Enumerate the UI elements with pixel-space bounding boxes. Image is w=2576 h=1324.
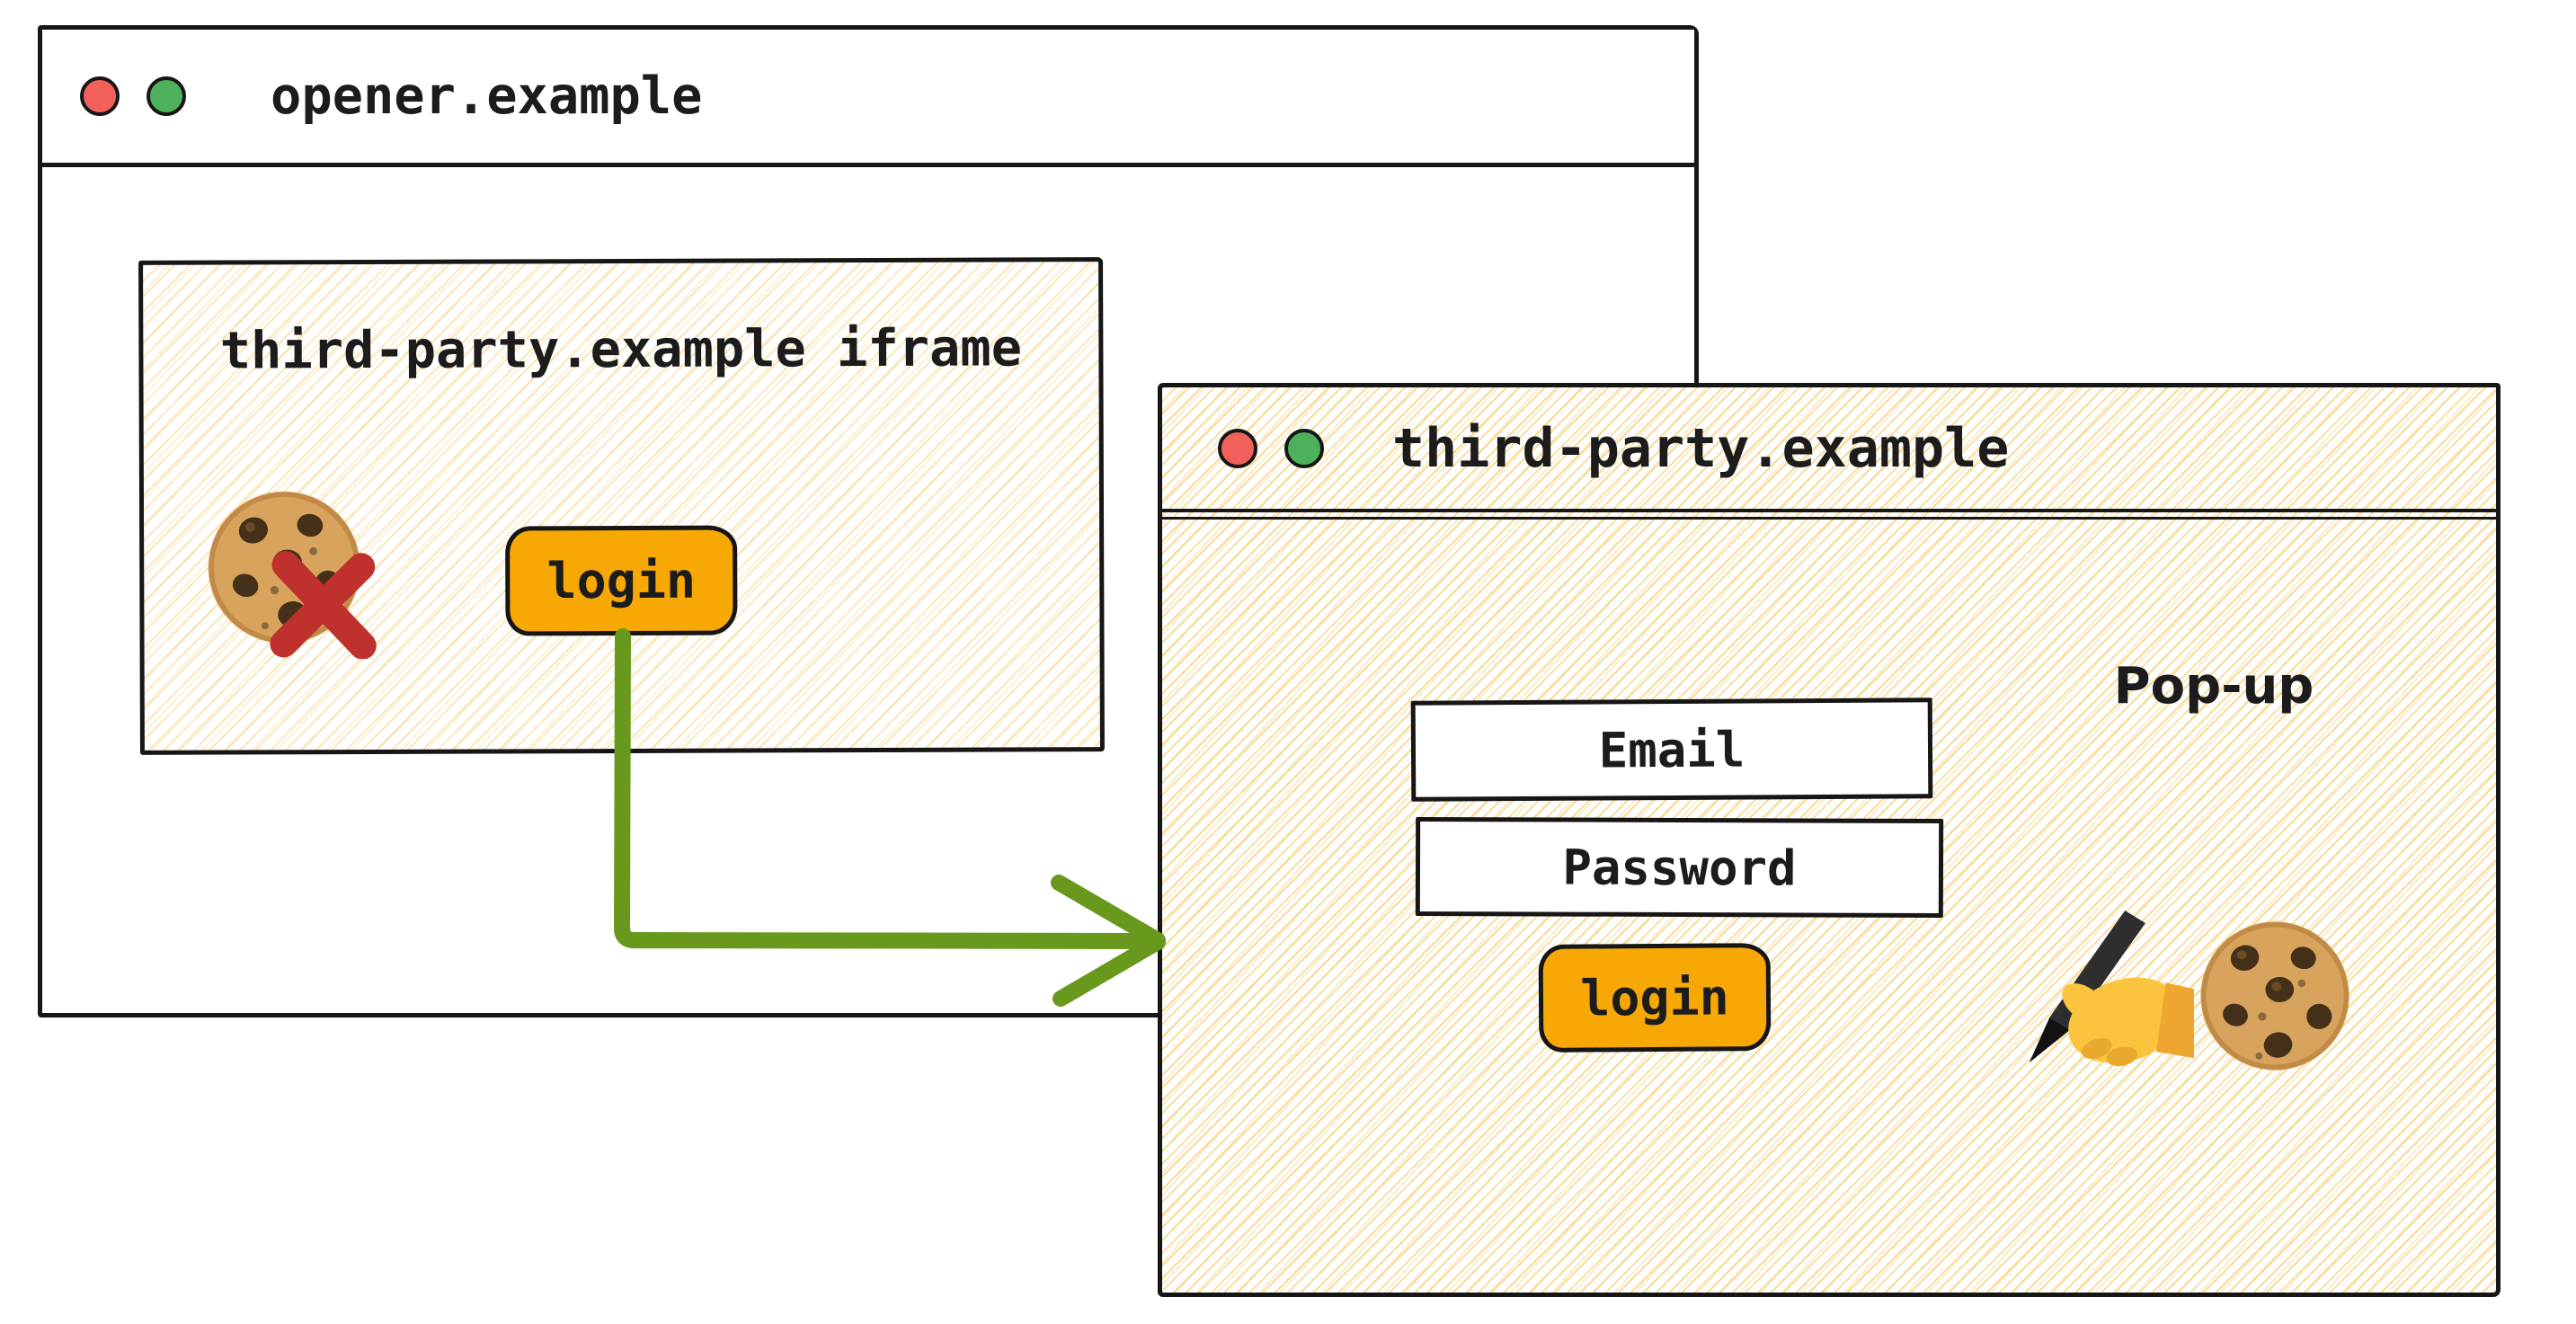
popup-window: third-party.example Email Password login… (1158, 383, 2500, 1297)
iframe-label: third-party.example iframe (219, 318, 1023, 381)
opener-window-title: opener.example (271, 66, 703, 126)
third-party-iframe: third-party.example iframe (138, 257, 1105, 755)
opener-titlebar: opener.example (42, 30, 1694, 167)
close-button-icon[interactable] (1218, 428, 1257, 468)
popup-titlebar: third-party.example (1158, 387, 2500, 520)
minimize-button-icon[interactable] (147, 76, 186, 116)
popup-login-button[interactable]: login (1538, 943, 1772, 1053)
email-input[interactable]: Email (1410, 698, 1933, 802)
password-placeholder: Password (1562, 839, 1797, 896)
close-button-icon[interactable] (80, 76, 120, 116)
cross-mark-icon (270, 551, 377, 660)
password-input[interactable]: Password (1415, 816, 1944, 919)
iframe-login-button[interactable]: login (505, 525, 738, 636)
minimize-button-icon[interactable] (1284, 428, 1324, 468)
cookie-icon (2196, 917, 2354, 1075)
email-placeholder: Email (1598, 721, 1745, 778)
writing-hand-icon (2021, 911, 2194, 1083)
popup-annotation: Pop-up (2113, 657, 2314, 715)
popup-window-title: third-party.example (1392, 416, 2010, 480)
blocked-cookie-icon (203, 486, 384, 667)
